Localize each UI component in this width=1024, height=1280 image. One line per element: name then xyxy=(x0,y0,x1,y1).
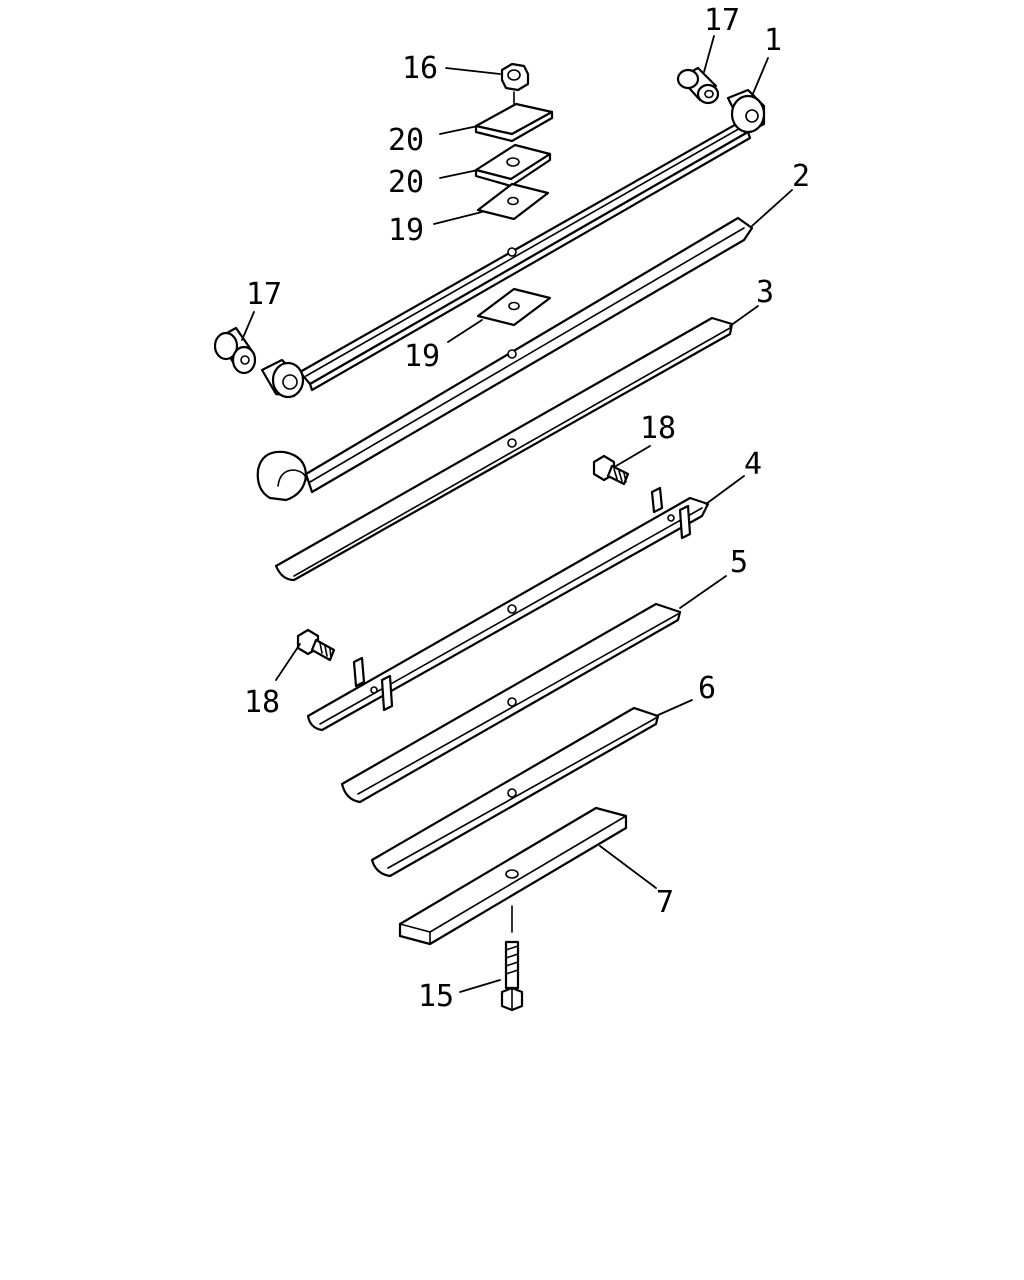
part-7-bottom-leaf xyxy=(398,806,628,946)
part-16-nut xyxy=(500,62,530,120)
part-19-pad-upper xyxy=(476,182,550,221)
callout-6: 6 xyxy=(698,671,716,706)
callout-18-left: 18 xyxy=(244,685,280,720)
part-2-second-leaf xyxy=(256,216,754,502)
callout-5: 5 xyxy=(730,545,748,580)
callout-16: 16 xyxy=(402,51,438,86)
part-1-main-leaf xyxy=(260,88,766,399)
part-20-plate-upper xyxy=(474,102,554,143)
callout-19-top: 19 xyxy=(388,213,424,248)
callout-20-top: 20 xyxy=(388,123,424,158)
part-19-pad-middle xyxy=(476,287,552,327)
callout-17-left: 17 xyxy=(246,277,282,312)
part-3-leaf xyxy=(274,316,734,582)
callout-3: 3 xyxy=(756,275,774,310)
callout-19-mid: 19 xyxy=(404,339,440,374)
part-15-center-bolt xyxy=(500,905,524,1012)
part-4-leaf-with-clips xyxy=(306,486,710,732)
part-5-leaf xyxy=(340,602,682,804)
part-18-bolt-right xyxy=(592,454,630,486)
part-18-bolt-left xyxy=(296,628,336,662)
callout-2: 2 xyxy=(792,159,810,194)
callout-1: 1 xyxy=(764,23,782,58)
callout-4: 4 xyxy=(744,447,762,482)
callout-15: 15 xyxy=(418,979,454,1014)
leader-lines xyxy=(241,35,793,993)
callout-7: 7 xyxy=(656,885,674,920)
part-17-bushing-left xyxy=(213,326,257,375)
callout-labels: 16 20 20 19 17 1 17 19 2 3 18 4 18 5 6 7… xyxy=(244,3,810,1014)
callout-18-top: 18 xyxy=(640,411,676,446)
callout-17-top: 17 xyxy=(704,3,740,38)
part-17-bushing-top xyxy=(676,66,720,105)
part-20-plate-lower xyxy=(474,143,552,188)
callout-20-mid: 20 xyxy=(388,165,424,200)
part-6-leaf xyxy=(370,706,660,878)
